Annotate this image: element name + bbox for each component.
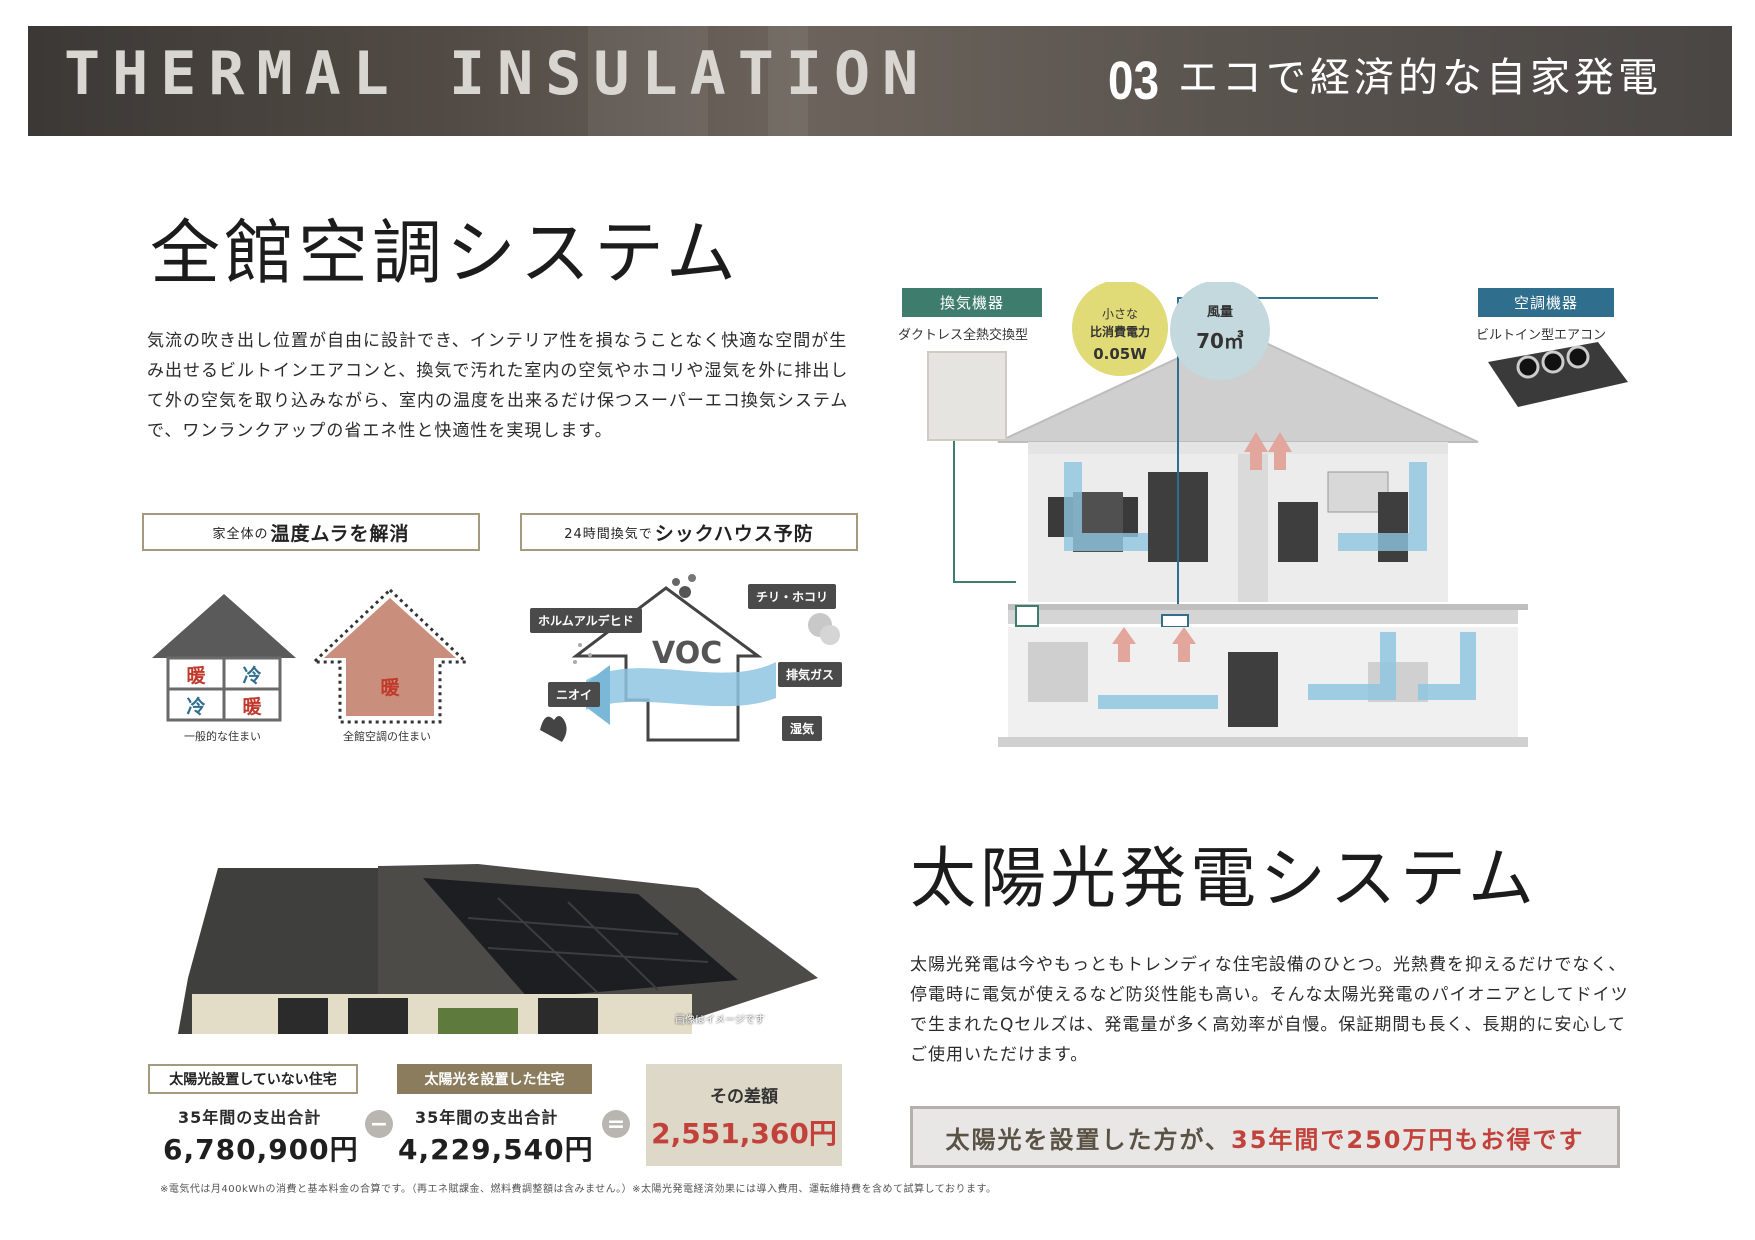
- normal-house-diagram: 暖 冷 冷 暖: [152, 594, 296, 722]
- section1-title: 全館空調システム: [150, 212, 740, 294]
- equals-icon: =: [602, 1110, 630, 1138]
- difference-value: 2,551,360円: [651, 1117, 837, 1150]
- header-subtitle: エコで経済的な自家発電: [1178, 55, 1662, 101]
- power-circle-line1: 小さな: [1102, 307, 1138, 321]
- house-cross-section: 小さな 比消費電力 0.05W 風量 70㎥: [927, 282, 1628, 747]
- solar-cost-value: 4,229,540円: [398, 1133, 594, 1166]
- difference-label: その差額: [710, 1087, 778, 1107]
- room-cool-label: 冷: [186, 695, 205, 718]
- aircon-device-tag: 空調機器: [1478, 288, 1614, 317]
- voc-diagram: VOC ホルムアルデヒド チリ・ホコリ 排気ガス ニオイ 湿気: [530, 570, 860, 750]
- house-roof: [152, 594, 296, 658]
- header-decor: [588, 26, 708, 136]
- caption-normal-house: 一般的な住まい: [184, 730, 261, 743]
- minus-icon: −: [365, 1110, 393, 1138]
- caption-whole-house: 全館空調の住まい: [343, 730, 431, 743]
- section2-description: 太陽光発電は今やもっともトレンディな住宅設備のひとつ。光熱費を抑えるだけでなく、…: [910, 955, 1629, 1065]
- voc-label: VOC: [652, 636, 723, 671]
- power-circle-line2: 比消費電力: [1090, 324, 1150, 339]
- room-cool-label: 冷: [242, 664, 261, 687]
- ventilation-device-caption: ダクトレス全熱交換型: [898, 328, 1029, 343]
- power-circle: [1072, 282, 1168, 376]
- header-title: THERMAL INSULATION: [64, 39, 931, 109]
- feature-box-big: 温度ムラを解消: [270, 522, 410, 545]
- ventilation-unit-image: [927, 351, 1007, 441]
- footnote: ※電気代は月400kWhの消費と基本料金の合算です。（再エネ賦課金、燃料費調整額…: [160, 1184, 997, 1195]
- aircon-device-caption: ビルトイン型エアコン: [1476, 328, 1607, 343]
- no-solar-period-label: 35年間の支出合計: [178, 1108, 322, 1127]
- ventilation-device-tag: 換気機器: [902, 288, 1042, 317]
- airflow-circle: [1170, 282, 1270, 380]
- header-band: THERMAL INSULATION 03 エコで経済的な自家発電: [28, 26, 1732, 136]
- warm-house-shape: [324, 598, 456, 716]
- photo-note: 画像はイメージです: [675, 1015, 765, 1026]
- airflow-circle-value: 70㎥: [1196, 329, 1244, 353]
- feature-box-small: 家全体の: [212, 526, 269, 542]
- feature-box-ventilation: 24時間換気で シックハウス予防: [520, 513, 858, 551]
- feature-box-temperature: 家全体の 温度ムラを解消: [142, 513, 480, 551]
- voc-tag: 湿気: [782, 716, 823, 741]
- room-warm-label: 暖: [186, 664, 206, 687]
- cat-icon: [540, 716, 567, 742]
- feature-box-small: 24時間換気で: [564, 526, 653, 542]
- voc-tag: チリ・ホコリ: [748, 584, 837, 609]
- savings-banner-highlight: 35年間で250万円もお得です: [1231, 1125, 1585, 1154]
- header-number: 03: [1108, 51, 1160, 111]
- voc-tag: 排気ガス: [778, 662, 843, 687]
- savings-banner: 太陽光を設置した方が、 35年間で250万円もお得です: [910, 1106, 1620, 1168]
- header-decor: [768, 26, 808, 136]
- voc-tag: ニオイ: [548, 682, 601, 707]
- section1-description: 気流の吹き出し位置が自由に設計でき、インテリア性を損なうことなく快適な空間が生み…: [147, 331, 849, 441]
- ventilation-house-diagram: 小さな 比消費電力 0.05W 風量 70㎥ 換気機器 ダクトレス全熱交換型 空…: [898, 282, 1698, 752]
- power-circle-value: 0.05W: [1093, 345, 1147, 363]
- whole-house-ac-diagram: 暖: [310, 587, 470, 724]
- room-warm-label: 暖: [242, 695, 262, 718]
- airflow-circle-label: 風量: [1207, 305, 1233, 320]
- solar-label: 太陽光を設置した住宅: [397, 1064, 592, 1094]
- voc-tag: ホルムアルデヒド: [530, 608, 642, 633]
- solar-house-photo: [178, 864, 818, 1034]
- difference-box: その差額 2,551,360円: [646, 1064, 842, 1166]
- room-warm-label: 暖: [380, 676, 400, 699]
- savings-banner-prefix: 太陽光を設置した方が、: [945, 1125, 1232, 1154]
- feature-box-big: シックハウス予防: [654, 522, 814, 545]
- section2-title: 太陽光発電システム: [910, 840, 1539, 917]
- solar-period-label: 35年間の支出合計: [415, 1108, 559, 1127]
- solar-panels: [423, 878, 738, 998]
- no-solar-cost-value: 6,780,900円: [163, 1133, 359, 1166]
- no-solar-label: 太陽光設置していない住宅: [148, 1064, 358, 1094]
- airflow-arrow: [586, 662, 776, 710]
